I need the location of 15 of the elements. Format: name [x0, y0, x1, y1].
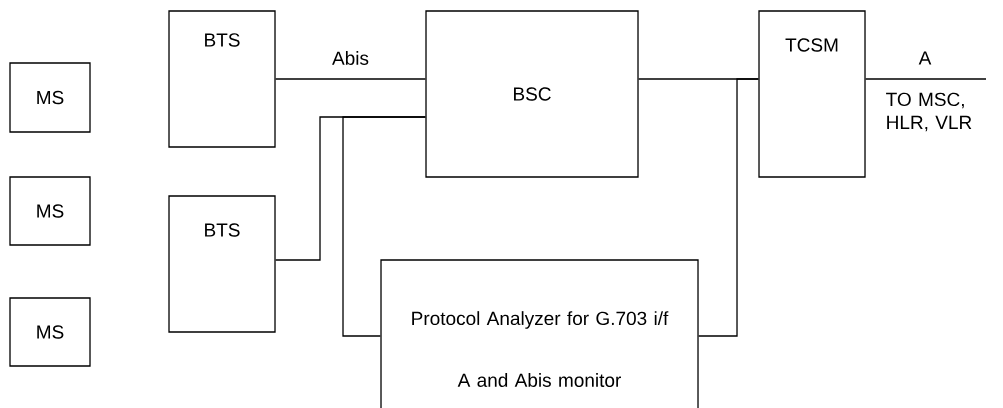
box: BTS — [168, 10, 276, 148]
line — [342, 116, 426, 337]
line — [275, 78, 426, 80]
box: TCSM — [758, 10, 866, 178]
note-text: TO MSC, HLR, VLR — [886, 92, 972, 132]
edge-label: A — [917, 50, 933, 66]
box: BSC — [425, 10, 639, 178]
edge-label: Abis — [331, 50, 370, 66]
box: MS — [9, 176, 91, 246]
box: MS — [9, 297, 91, 367]
line — [865, 78, 987, 80]
analyzer-box: Protocol Analyzer for G.703 i/f A and Abis monitor — [380, 259, 699, 408]
line — [698, 78, 759, 337]
box: BTS — [168, 195, 276, 333]
box: MS — [9, 62, 91, 133]
